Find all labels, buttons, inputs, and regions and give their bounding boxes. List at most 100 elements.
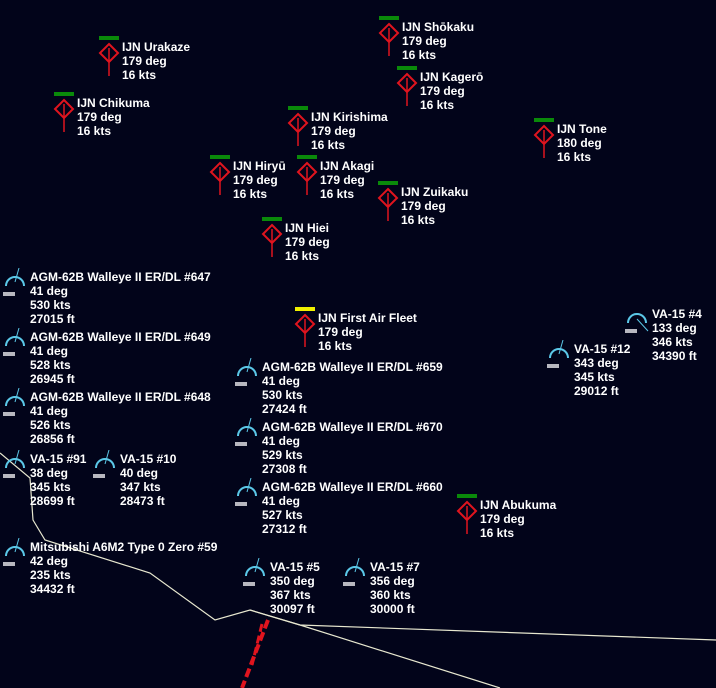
unit-name: AGM-62B Walleye II ER/DL #660 <box>262 480 443 494</box>
unit-altitude: 30000 ft <box>370 602 415 616</box>
aircraft-arc-icon[interactable] <box>623 305 651 339</box>
unit-course: 179 deg <box>420 84 465 98</box>
unit-name: VA-15 #7 <box>370 560 420 574</box>
unit-name: IJN Hiryū <box>233 159 286 173</box>
unit-speed: 16 kts <box>320 187 355 201</box>
aircraft-arc-icon[interactable] <box>241 558 269 592</box>
ship-diamond-icon[interactable] <box>532 118 556 158</box>
unit-course: 179 deg <box>77 110 122 124</box>
ship-diamond-icon[interactable] <box>97 36 121 76</box>
unit-altitude: 27312 ft <box>262 522 307 536</box>
unit-name: AGM-62B Walleye II ER/DL #648 <box>30 390 211 404</box>
unit-speed: 345 kts <box>574 370 615 384</box>
unit-speed: 16 kts <box>402 48 437 62</box>
ship-diamond-icon[interactable] <box>260 217 284 257</box>
unit-name: VA-15 #12 <box>574 342 631 356</box>
unit-name: IJN Zuikaku <box>401 185 469 199</box>
unit-course: 179 deg <box>318 325 363 339</box>
unit-altitude: 28473 ft <box>120 494 165 508</box>
ship-diamond-icon[interactable] <box>376 181 400 221</box>
aircraft-arc-icon[interactable] <box>233 358 261 392</box>
unit-speed: 235 kts <box>30 568 71 582</box>
aircraft-arc-icon[interactable] <box>1 268 29 302</box>
unit-name: IJN Abukuma <box>480 498 557 512</box>
unit-speed: 16 kts <box>480 526 515 540</box>
ship-diamond-icon[interactable] <box>377 16 401 56</box>
ship-diamond-icon[interactable] <box>208 155 232 195</box>
unit-course: 41 deg <box>30 284 69 298</box>
unit-name: AGM-62B Walleye II ER/DL #670 <box>262 420 443 434</box>
aircraft-arc-icon[interactable] <box>545 340 573 374</box>
unit-course: 343 deg <box>574 356 619 370</box>
unit-altitude: 27308 ft <box>262 462 307 476</box>
unit-speed: 16 kts <box>401 213 436 227</box>
unit-speed: 347 kts <box>120 480 161 494</box>
unit-speed: 16 kts <box>233 187 268 201</box>
aircraft-arc-icon[interactable] <box>1 450 29 484</box>
unit-course: 179 deg <box>285 235 330 249</box>
unit-name: VA-15 #10 <box>120 452 177 466</box>
unit-name: VA-15 #91 <box>30 452 87 466</box>
unit-course: 179 deg <box>233 173 278 187</box>
unit-course: 38 deg <box>30 466 69 480</box>
unit-name: IJN Kirishima <box>311 110 388 124</box>
ship-diamond-icon[interactable] <box>286 106 310 146</box>
flight-route-line <box>249 609 716 641</box>
unit-speed: 360 kts <box>370 588 411 602</box>
unit-speed: 530 kts <box>30 298 71 312</box>
aircraft-arc-icon[interactable] <box>233 418 261 452</box>
unit-altitude: 28699 ft <box>30 494 75 508</box>
unit-name: Mitsubishi A6M2 Type 0 Zero #59 <box>30 540 218 554</box>
ship-diamond-icon[interactable] <box>295 155 319 195</box>
aircraft-arc-icon[interactable] <box>233 478 261 512</box>
ship-diamond-icon[interactable] <box>395 66 419 106</box>
unit-course: 179 deg <box>402 34 447 48</box>
unit-course: 42 deg <box>30 554 69 568</box>
unit-course: 41 deg <box>262 374 301 388</box>
missile-trail <box>250 623 264 666</box>
unit-altitude: 27015 ft <box>30 312 75 326</box>
unit-name: IJN Shōkaku <box>402 20 475 34</box>
unit-name: IJN Kagerō <box>420 70 484 84</box>
unit-speed: 16 kts <box>285 249 320 263</box>
unit-course: 133 deg <box>652 321 697 335</box>
aircraft-arc-icon[interactable] <box>1 328 29 362</box>
unit-speed: 16 kts <box>77 124 112 138</box>
unit-course: 41 deg <box>262 434 301 448</box>
unit-speed: 16 kts <box>311 138 346 152</box>
unit-name: AGM-62B Walleye II ER/DL #659 <box>262 360 443 374</box>
unit-speed: 16 kts <box>122 68 157 82</box>
ship-diamond-icon[interactable] <box>52 92 76 132</box>
unit-altitude: 34390 ft <box>652 349 697 363</box>
ship-diamond-icon[interactable] <box>293 307 317 347</box>
unit-name: IJN Hiei <box>285 221 330 235</box>
unit-speed: 530 kts <box>262 388 303 402</box>
aircraft-arc-icon[interactable] <box>1 538 29 572</box>
unit-speed: 16 kts <box>557 150 592 164</box>
aircraft-arc-icon[interactable] <box>1 388 29 422</box>
unit-course: 350 deg <box>270 574 315 588</box>
unit-name: IJN Akagi <box>320 159 375 173</box>
ship-diamond-icon[interactable] <box>455 494 479 534</box>
aircraft-arc-icon[interactable] <box>341 558 369 592</box>
unit-course: 40 deg <box>120 466 159 480</box>
aircraft-arc-icon[interactable] <box>91 450 119 484</box>
missile-trail <box>240 619 270 688</box>
unit-name: AGM-62B Walleye II ER/DL #649 <box>30 330 211 344</box>
